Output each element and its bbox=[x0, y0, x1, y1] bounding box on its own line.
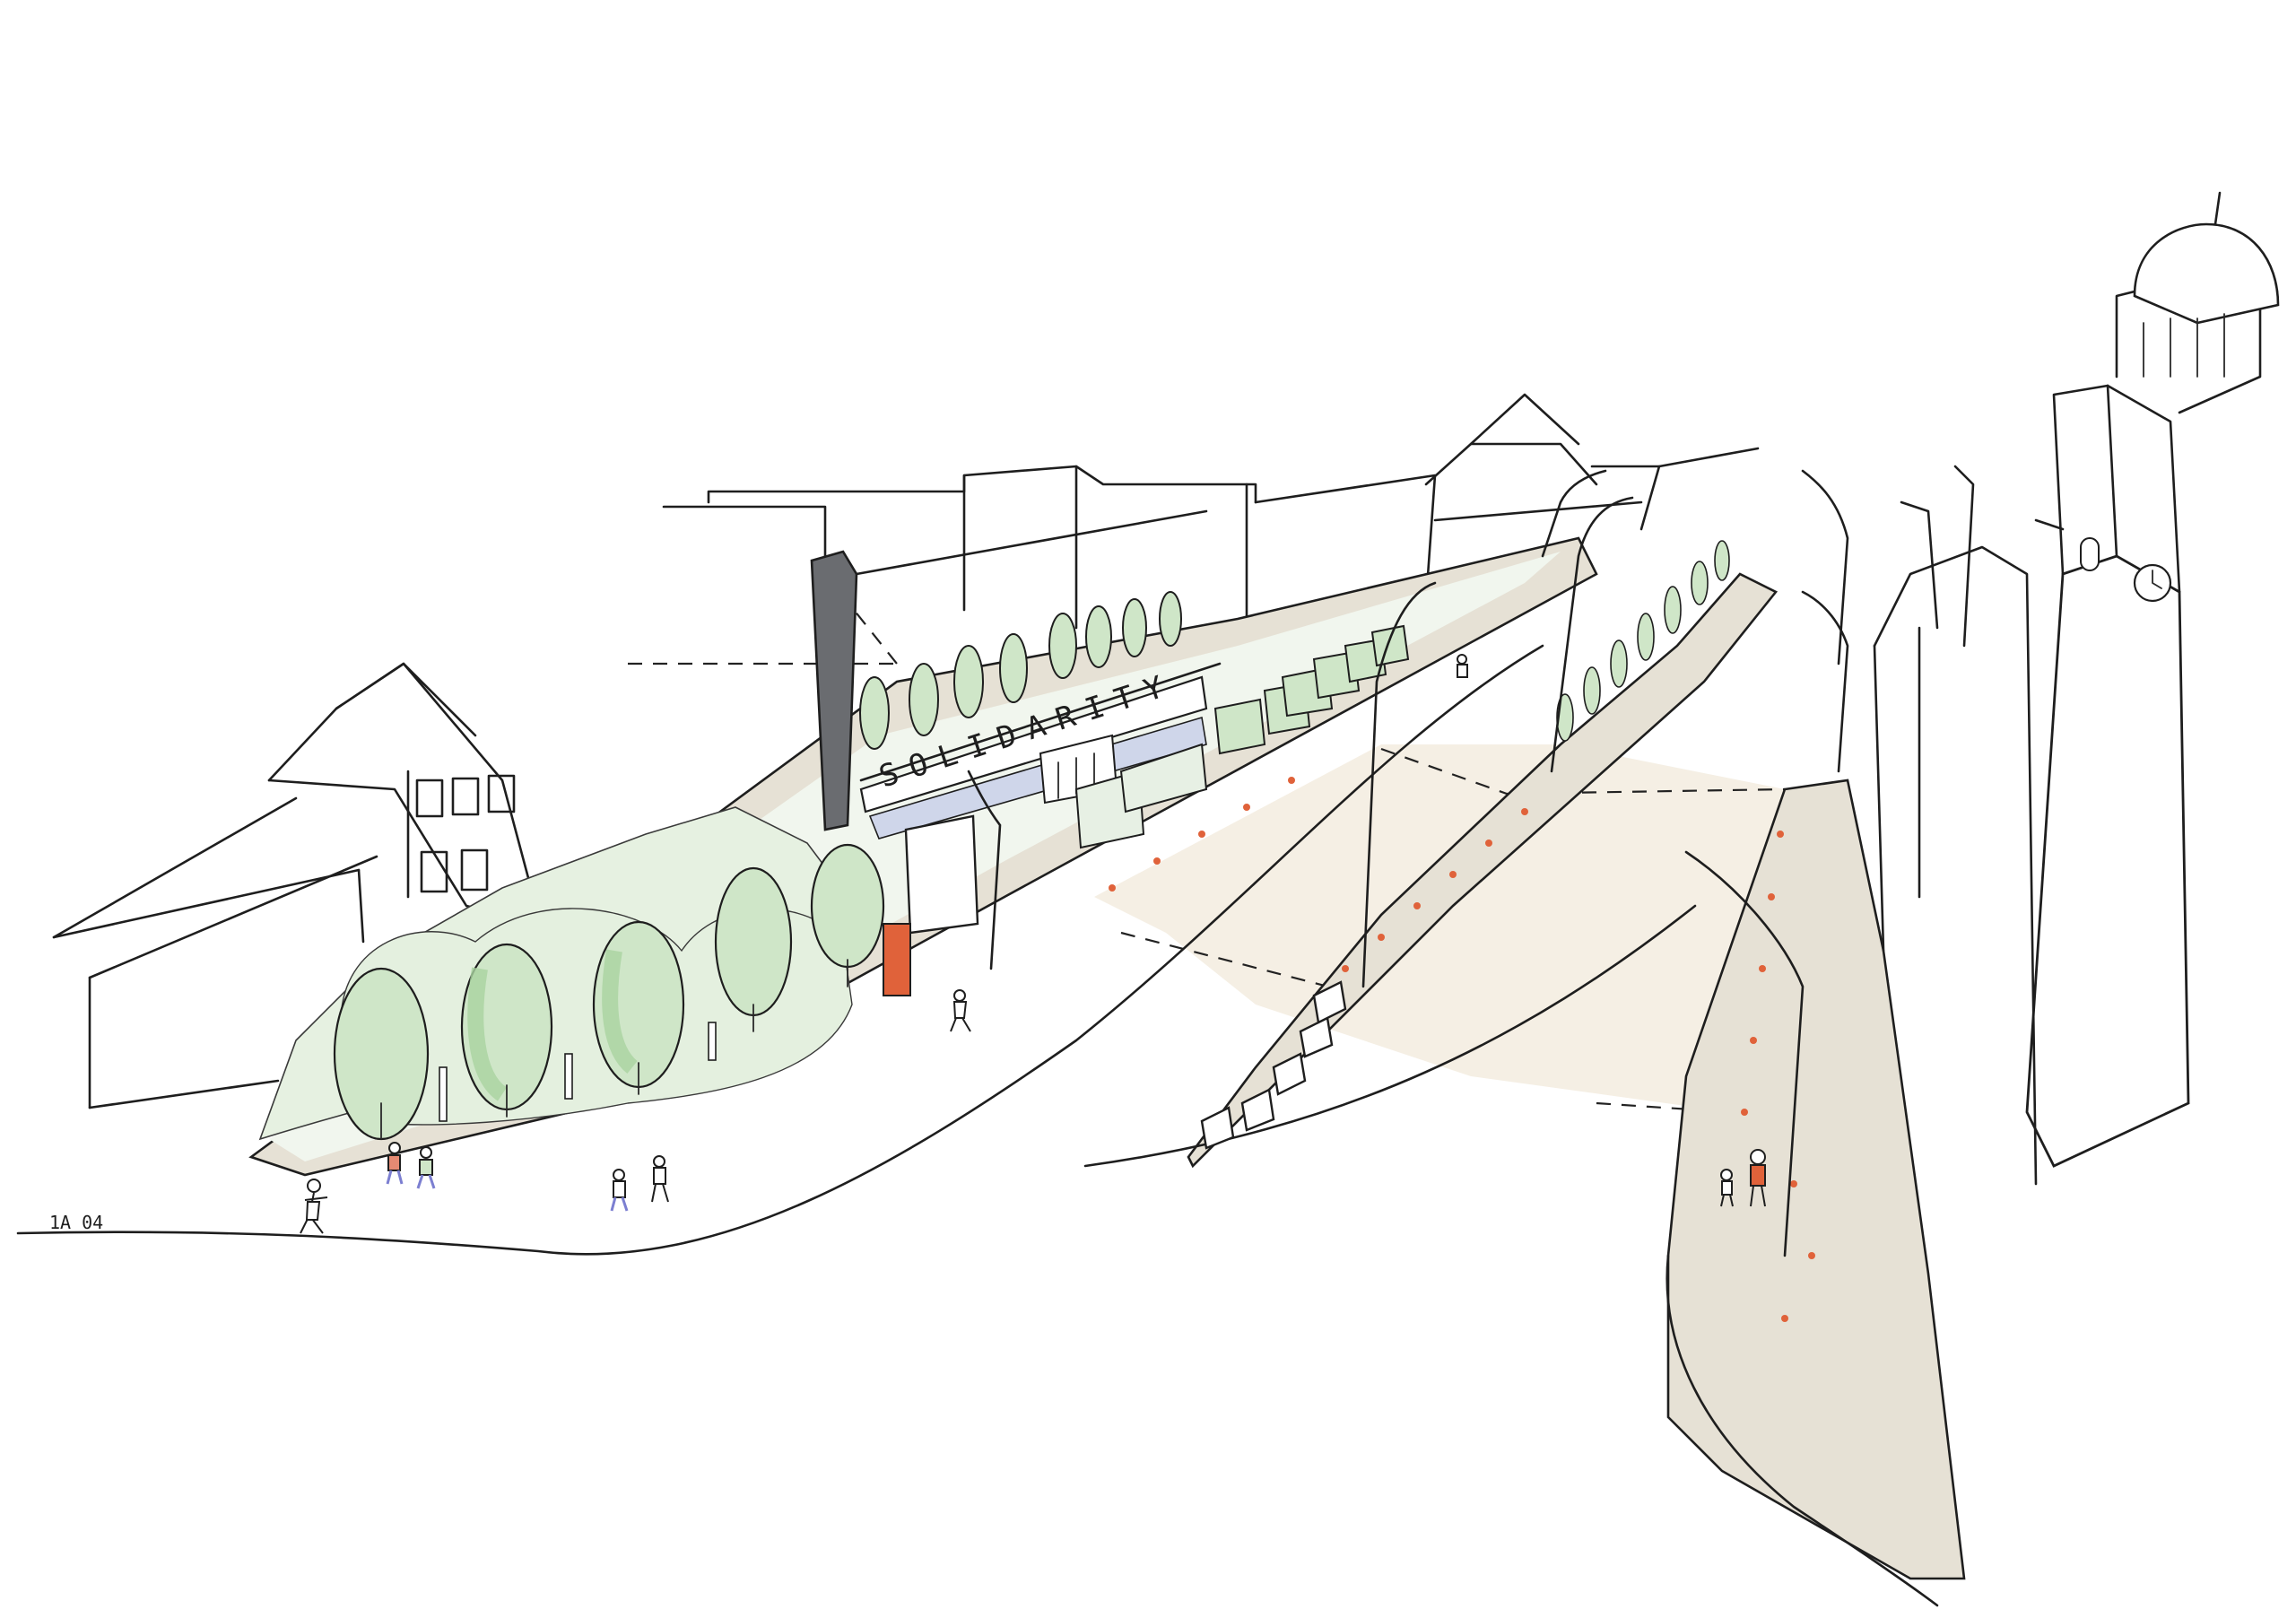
street-lamp bbox=[1684, 850, 1805, 1257]
background-buildings bbox=[628, 393, 1760, 665]
house-window bbox=[487, 774, 516, 813]
street-lamp bbox=[1361, 581, 1437, 988]
tree bbox=[953, 645, 984, 718]
tree bbox=[999, 633, 1028, 703]
planter bbox=[1370, 624, 1410, 667]
red-information-sign bbox=[883, 923, 911, 996]
planter bbox=[1213, 698, 1266, 755]
people bbox=[300, 654, 1766, 1234]
left-house bbox=[52, 662, 540, 1109]
street-lamp bbox=[1550, 496, 1634, 773]
street-lamp bbox=[1801, 590, 1849, 773]
person bbox=[950, 989, 971, 1032]
road-crossing bbox=[1094, 744, 1786, 1114]
right-buildings bbox=[1873, 465, 2065, 1186]
person bbox=[386, 1142, 404, 1185]
bollards bbox=[439, 1022, 717, 1122]
person bbox=[1720, 1169, 1734, 1207]
street-lamp bbox=[967, 770, 1002, 970]
street-lamp bbox=[1541, 469, 1607, 558]
tree bbox=[1159, 591, 1182, 647]
house-window bbox=[420, 850, 448, 893]
house-window bbox=[460, 848, 489, 892]
artist-signature: 1A 04 bbox=[49, 1212, 103, 1233]
central-median bbox=[1083, 540, 1779, 1169]
wall-tree-row bbox=[859, 591, 1182, 750]
street-lamp bbox=[1801, 469, 1849, 665]
person bbox=[651, 1155, 669, 1203]
plaza-structures bbox=[883, 734, 1208, 996]
clock-tower bbox=[2025, 191, 2280, 1168]
house-window bbox=[415, 779, 444, 818]
right-pavement bbox=[1666, 779, 1966, 1580]
house-window bbox=[451, 777, 480, 816]
person bbox=[416, 1146, 436, 1189]
person bbox=[300, 1179, 328, 1234]
person bbox=[610, 1169, 629, 1212]
tree bbox=[810, 843, 885, 969]
green-planters bbox=[1213, 624, 1410, 755]
person bbox=[1457, 654, 1468, 678]
tree bbox=[1085, 605, 1112, 668]
grey-tower bbox=[810, 509, 1222, 831]
kerb-lines bbox=[16, 644, 1939, 1607]
foreground-trees bbox=[333, 843, 885, 1141]
tree bbox=[714, 866, 793, 1017]
street-lamps bbox=[967, 469, 1849, 1257]
tree bbox=[909, 663, 939, 736]
tree bbox=[1122, 598, 1147, 657]
tree bbox=[1048, 613, 1077, 679]
white-panel bbox=[904, 814, 979, 935]
tree bbox=[859, 676, 890, 750]
tower-dome bbox=[2133, 222, 2280, 325]
person bbox=[1750, 1149, 1766, 1207]
